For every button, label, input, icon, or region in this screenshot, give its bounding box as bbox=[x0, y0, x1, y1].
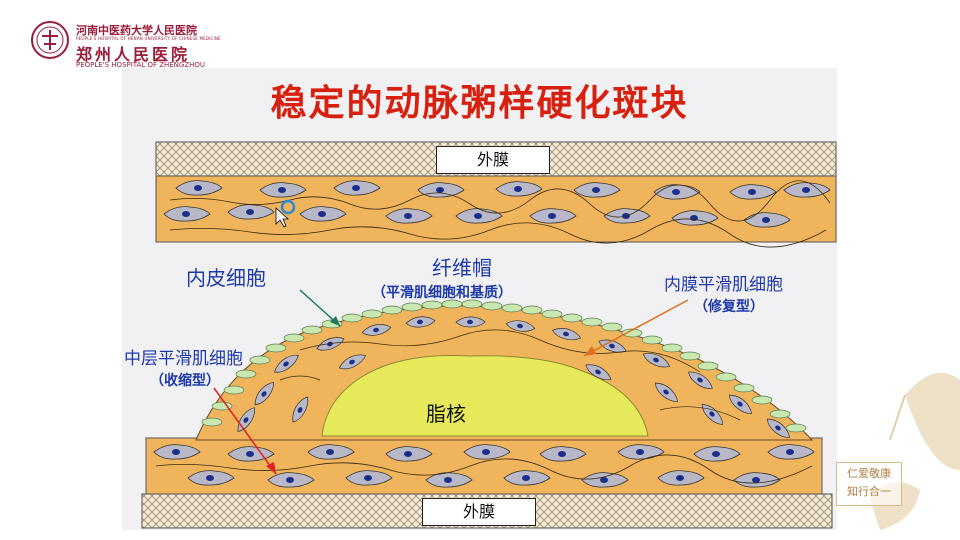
medial-smc-arrowhead bbox=[266, 462, 276, 474]
hospital-name-en-top: PEOPLE'S HOSPITAL OF HENAN UNIVERSITY OF… bbox=[76, 36, 221, 41]
hospital-motto: 仁爱敬康 知行合一 bbox=[836, 462, 902, 506]
intimal-smc-arrowhead bbox=[584, 346, 596, 356]
medial-smc-arrow bbox=[213, 387, 277, 475]
media-bottom-fibers bbox=[155, 454, 813, 484]
endothelial-cells-label: 内皮细胞 bbox=[186, 266, 266, 290]
fibrous-cap-label: 纤维帽 bbox=[432, 256, 492, 280]
hospital-logo: 河南中医药大学人民医院 PEOPLE'S HOSPITAL OF HENAN U… bbox=[30, 16, 221, 72]
endothelial-layer bbox=[201, 299, 807, 433]
endothelial-arrowhead bbox=[330, 316, 340, 326]
adventitia-bottom-label: 外膜 bbox=[422, 498, 536, 526]
hospital-name-en-main: PEOPLE'S HOSPITAL OF ZHENGZHOU bbox=[76, 61, 206, 69]
plaque-fibers bbox=[279, 329, 741, 421]
motto-line-2: 知行合一 bbox=[847, 485, 891, 498]
slide-title: 稳定的动脉粥样硬化斑块 bbox=[270, 83, 689, 124]
medial-smc-sublabel: （收缩型） bbox=[150, 373, 220, 389]
medial-smc-label: 中层平滑肌细胞 bbox=[124, 349, 243, 369]
intimal-smc-sublabel: （修复型） bbox=[694, 299, 764, 315]
hospital-seal-icon bbox=[31, 21, 69, 59]
cursor-marker-icon bbox=[280, 199, 296, 215]
lipid-core-label: 脂核 bbox=[426, 402, 466, 426]
hospital-name-cn-main: 郑州人民医院 bbox=[76, 45, 191, 64]
hospital-name-cn-top: 河南中医药大学人民医院 bbox=[76, 24, 197, 37]
mouse-pointer-icon bbox=[275, 207, 290, 228]
intimal-smc-label: 内膜平滑肌细胞 bbox=[664, 275, 783, 295]
motto-line-1: 仁爱敬康 bbox=[847, 467, 891, 480]
intimal-smc-arrow bbox=[583, 299, 689, 357]
adventitia-top-label: 外膜 bbox=[436, 146, 550, 174]
fibrous-cap-sublabel: （平滑肌细胞和基质） bbox=[372, 285, 512, 301]
media-top-fibers bbox=[169, 180, 831, 248]
lipid-core bbox=[321, 355, 649, 437]
